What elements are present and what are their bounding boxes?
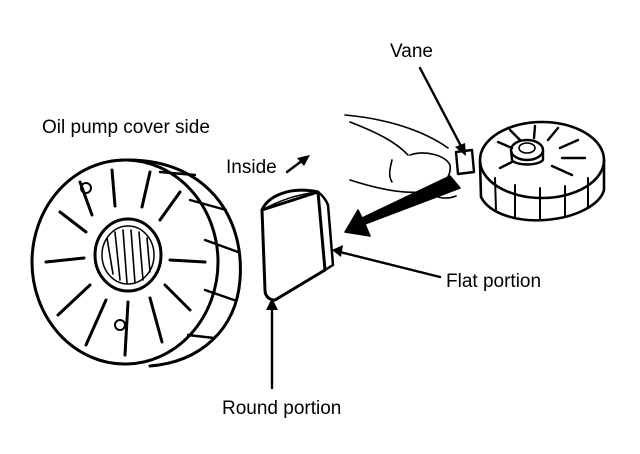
label-flat-portion: Flat portion <box>446 271 542 292</box>
rotor-small <box>454 120 606 222</box>
inside-arrow <box>285 155 310 174</box>
vane-enlarged <box>260 188 335 302</box>
leader-round-portion <box>266 298 278 390</box>
leader-vane <box>418 66 466 156</box>
label-round-portion: Round portion <box>222 398 342 419</box>
leader-flat-portion <box>332 245 442 279</box>
hand-outline <box>344 114 457 199</box>
label-oil-pump-cover-side: Oil pump cover side <box>42 117 210 138</box>
label-vane: Vane <box>390 41 433 62</box>
label-inside: Inside <box>226 157 277 178</box>
rotor-cover-side <box>30 158 242 368</box>
removal-arrow <box>344 175 461 237</box>
